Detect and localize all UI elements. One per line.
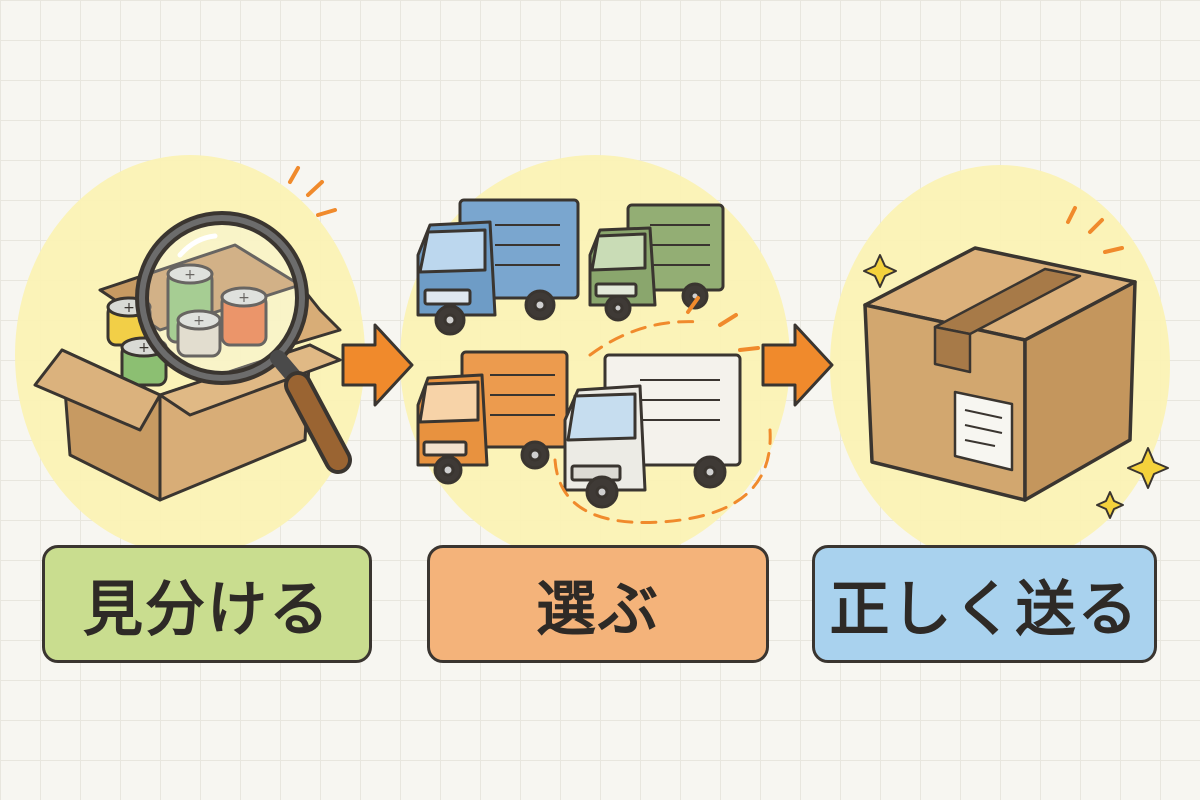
step-label-choose: 選ぶ <box>427 545 769 663</box>
magnifier-icon <box>135 211 352 474</box>
shipping-label <box>953 390 1014 472</box>
sparkle-icon <box>1096 491 1124 519</box>
selection-ring-top <box>588 320 702 357</box>
step-label-identify: 見分ける <box>42 545 372 663</box>
arrow-right-icon <box>341 323 414 407</box>
battery-icon: + <box>176 309 222 358</box>
battery-icon: + <box>220 286 268 347</box>
svg-text:+: + <box>184 267 196 283</box>
highlight-strokes <box>686 296 760 352</box>
svg-text:+: + <box>193 313 205 329</box>
sparkle-icon <box>1127 447 1169 489</box>
open-box-with-batteries: + + + + + <box>33 243 342 502</box>
box-right-side <box>1023 280 1137 502</box>
svg-text:+: + <box>123 300 135 316</box>
sparkle-icon <box>863 254 897 288</box>
arrow-right-icon <box>761 323 834 407</box>
svg-text:+: + <box>138 340 150 356</box>
highlight-strokes <box>288 166 337 217</box>
box-tape-front <box>933 325 972 374</box>
truck-icon <box>416 350 569 485</box>
highlight-strokes <box>1066 206 1124 254</box>
box-icon <box>863 246 1137 502</box>
truck-icon <box>416 198 580 336</box>
truck-icon <box>588 203 725 322</box>
truck-icon <box>563 353 742 509</box>
step-label-send-correctly: 正しく送る <box>812 545 1157 663</box>
svg-text:+: + <box>238 290 250 306</box>
selection-ring <box>553 428 772 524</box>
